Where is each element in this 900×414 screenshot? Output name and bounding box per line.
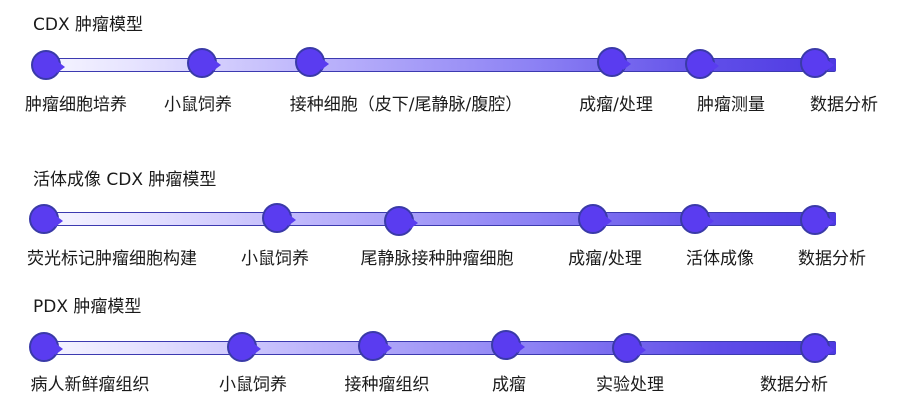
cdx-step-4-node bbox=[597, 47, 631, 77]
cdx-step-3-node bbox=[295, 47, 329, 77]
imaging-cdx-timeline-track bbox=[36, 212, 836, 226]
pdx-step-3-label: 接种瘤组织 bbox=[344, 375, 430, 395]
cdx-step-3-label: 接种细胞（皮下/尾静脉/腹腔） bbox=[289, 95, 523, 115]
pdx-step-5-label: 实验处理 bbox=[596, 375, 664, 395]
cdx-step-6-node bbox=[800, 48, 834, 78]
pdx-step-4-label: 成瘤 bbox=[492, 375, 526, 395]
cdx-model-section: CDX 肿瘤模型 肿瘤细胞培养 小鼠饲养 接种细胞（皮下/尾静脉/腹腔） 成瘤/… bbox=[0, 0, 900, 130]
pdx-model-title: PDX 肿瘤模型 bbox=[33, 297, 142, 317]
imaging-cdx-step-3-node bbox=[384, 206, 418, 236]
imaging-cdx-step-3-label: 尾静脉接种肿瘤细胞 bbox=[360, 249, 514, 269]
pdx-step-1-node bbox=[29, 332, 63, 362]
imaging-cdx-model-title: 活体成像 CDX 肿瘤模型 bbox=[33, 170, 217, 190]
pdx-step-6-label: 数据分析 bbox=[760, 375, 828, 395]
cdx-step-5-node bbox=[685, 49, 719, 79]
imaging-cdx-step-5-node bbox=[680, 204, 714, 234]
imaging-cdx-step-5-label: 活体成像 bbox=[686, 249, 754, 269]
cdx-step-5-label: 肿瘤测量 bbox=[697, 95, 765, 115]
pdx-step-6-node bbox=[800, 333, 834, 363]
imaging-cdx-step-2-label: 小鼠饲养 bbox=[241, 249, 309, 269]
pdx-step-3-node bbox=[358, 331, 392, 361]
cdx-timeline-track bbox=[36, 58, 836, 72]
pdx-step-2-label: 小鼠饲养 bbox=[219, 375, 287, 395]
pdx-step-2-node bbox=[227, 332, 261, 362]
cdx-step-1-node bbox=[31, 50, 65, 80]
cdx-step-6-label: 数据分析 bbox=[810, 95, 878, 115]
pdx-timeline-track bbox=[36, 341, 836, 355]
cdx-step-2-node bbox=[187, 48, 221, 78]
imaging-cdx-step-6-node bbox=[800, 205, 834, 235]
pdx-step-5-node bbox=[612, 333, 646, 363]
imaging-cdx-model-section: 活体成像 CDX 肿瘤模型 荧光标记肿瘤细胞构建 小鼠饲养 尾静脉接种肿瘤细胞 … bbox=[0, 160, 900, 290]
imaging-cdx-step-4-node bbox=[578, 204, 612, 234]
imaging-cdx-step-1-node bbox=[29, 204, 63, 234]
imaging-cdx-step-6-label: 数据分析 bbox=[798, 249, 866, 269]
cdx-step-2-label: 小鼠饲养 bbox=[164, 95, 232, 115]
imaging-cdx-step-2-node bbox=[262, 203, 296, 233]
cdx-model-title: CDX 肿瘤模型 bbox=[33, 15, 144, 35]
pdx-step-1-label: 病人新鲜瘤组织 bbox=[30, 375, 150, 395]
pdx-step-4-node bbox=[491, 330, 525, 360]
imaging-cdx-step-1-label: 荧光标记肿瘤细胞构建 bbox=[27, 249, 197, 269]
cdx-step-1-label: 肿瘤细胞培养 bbox=[25, 95, 127, 115]
imaging-cdx-step-4-label: 成瘤/处理 bbox=[568, 249, 642, 269]
pdx-model-section: PDX 肿瘤模型 病人新鲜瘤组织 小鼠饲养 接种瘤组织 成瘤 实验处理 数据分析 bbox=[0, 284, 900, 414]
cdx-step-4-label: 成瘤/处理 bbox=[579, 95, 653, 115]
